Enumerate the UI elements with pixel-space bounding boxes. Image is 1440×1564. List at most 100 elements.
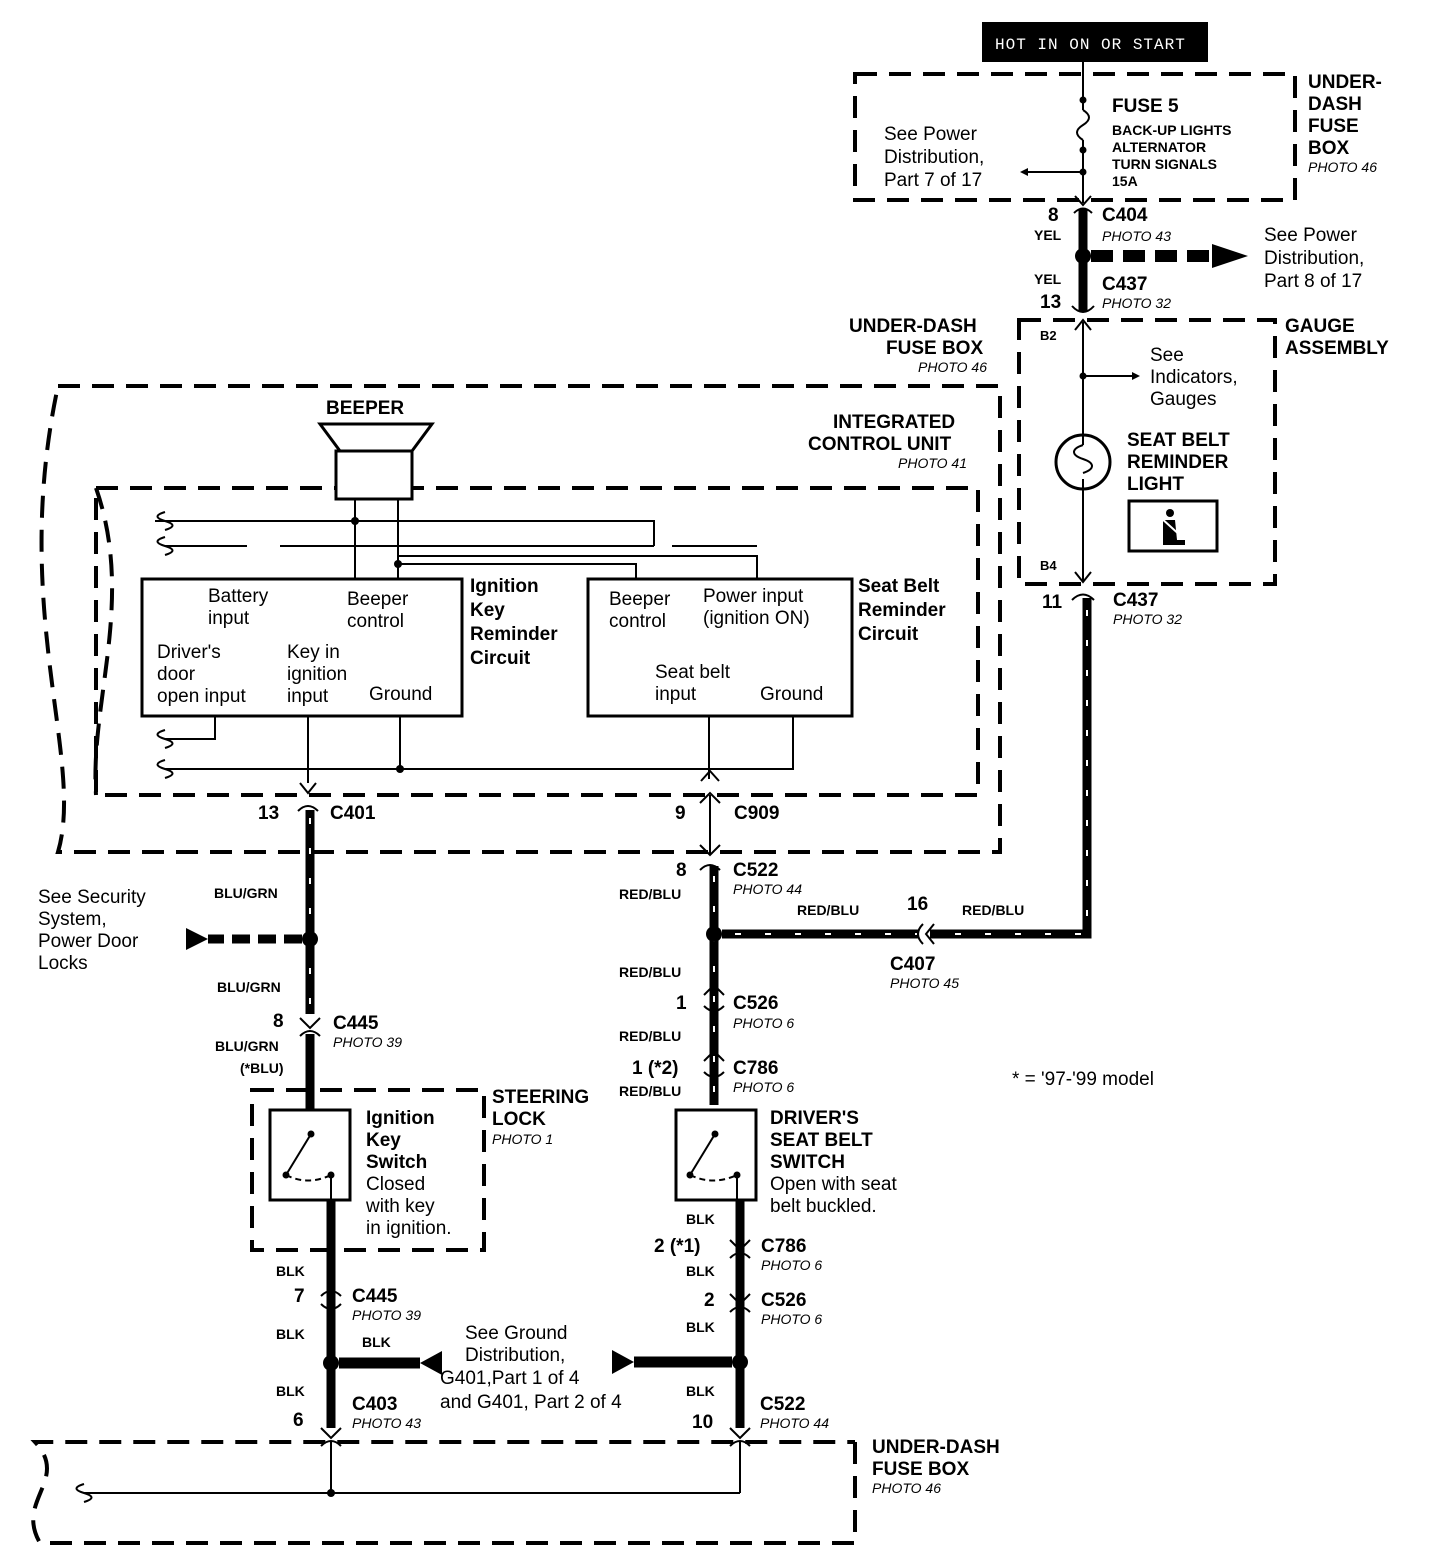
c445-top-name: C445 [333, 1013, 379, 1034]
ignition-switch-desc-2: with key [365, 1196, 435, 1217]
door-input-1: Driver's [157, 642, 221, 663]
c526-top-name: C526 [733, 993, 778, 1014]
security-ref-4: Locks [38, 953, 88, 974]
underdash-fuse-box-bottom [30, 1440, 857, 1545]
security-arrow [186, 928, 208, 950]
c404-pin: 8 [1048, 205, 1059, 226]
gauge-title-1: GAUGE [1285, 316, 1355, 337]
c522-top-pin: 8 [676, 860, 687, 881]
c522-top-photo: PHOTO 44 [733, 881, 802, 897]
underdash-mid-title-2: FUSE BOX [886, 338, 983, 359]
c407-wire-left: RED/BLU [797, 902, 859, 918]
c526-top-photo: PHOTO 6 [733, 1015, 794, 1031]
c786-bottom-wire-above: BLK [686, 1211, 715, 1227]
underdash-top-title-4: BOX [1308, 138, 1350, 159]
hot-label-bg [982, 22, 1208, 62]
power-dist-8-line-3: Part 8 of 17 [1264, 271, 1362, 292]
underdash-mid-title-1: UNDER-DASH [849, 316, 977, 337]
ikr-beeper-control-2: control [347, 611, 404, 632]
c407-photo: PHOTO 45 [890, 975, 959, 991]
fuse-5-circuit-4: 15A [1112, 173, 1138, 189]
left-blk-label-1: BLK [276, 1326, 305, 1342]
seat-belt-switch-title-1: DRIVER'S [770, 1108, 859, 1129]
c401-connector [297, 805, 319, 812]
c909-pin: 9 [675, 803, 686, 824]
seatbelt-icon [1159, 509, 1185, 545]
ikr-beeper-control-1: Beeper [347, 589, 409, 610]
c403-photo: PHOTO 43 [352, 1415, 421, 1431]
seat-belt-switch-desc-2: belt buckled. [770, 1196, 877, 1217]
c407-name: C407 [890, 954, 935, 975]
c786-bottom-wire-below: BLK [686, 1263, 715, 1279]
steering-lock-box [250, 1088, 486, 1252]
c786-top-connector [703, 1049, 725, 1062]
c786-top-wire-above: RED/BLU [619, 1028, 681, 1044]
seat-belt-light-title-1: SEAT BELT [1127, 430, 1230, 451]
power-dist-7-line-3: Part 7 of 17 [884, 170, 982, 191]
c401-wire-color: BLU/GRN [214, 885, 278, 901]
c786-top-name: C786 [733, 1058, 778, 1079]
gauge-pin-b2: B2 [1040, 328, 1057, 343]
c401-name: C401 [330, 803, 376, 824]
c786-top-photo: PHOTO 6 [733, 1079, 794, 1095]
key-input-3: input [287, 686, 329, 707]
ikr-title-2: Key [470, 600, 505, 621]
c522-bottom-photo: PHOTO 44 [760, 1415, 829, 1431]
key-input-2: ignition [287, 664, 347, 685]
c403-connector [320, 1427, 342, 1440]
icu-internal-wiring [165, 499, 794, 783]
c404-name: C404 [1102, 205, 1148, 226]
c526-top-pin: 1 [676, 993, 687, 1014]
c403-wire-color: BLK [276, 1383, 305, 1399]
c909-name: C909 [734, 803, 779, 824]
c522-bottom-wire-color: BLK [686, 1383, 715, 1399]
underdash-mid-photo: PHOTO 46 [918, 359, 987, 375]
bulb-filament [1073, 444, 1093, 474]
seat-belt-switch-box [674, 1108, 758, 1202]
c445-bottom-connector [320, 1290, 342, 1297]
underdash-top-photo: PHOTO 46 [1308, 159, 1377, 175]
steering-lock-title-1: STEERING [492, 1087, 589, 1108]
c445-bottom-wire-color: BLK [276, 1263, 305, 1279]
c403-name: C403 [352, 1394, 397, 1415]
c445-top-pin: 8 [273, 1011, 284, 1032]
c437-bottom-photo: PHOTO 32 [1113, 611, 1182, 627]
c786-bottom-pin: 2 (*1) [654, 1236, 700, 1257]
seat-belt-light-title-2: REMINDER [1127, 452, 1229, 473]
ground-ref-1: See Ground [465, 1323, 567, 1344]
c437-bottom-name: C437 [1113, 590, 1158, 611]
icu-photo: PHOTO 41 [898, 455, 967, 471]
indicators-ref-2: Indicators, [1150, 367, 1238, 388]
icu-title-2: CONTROL UNIT [808, 434, 952, 455]
power-dist-8-line-1: See Power [1264, 225, 1358, 246]
sbr-ground: Ground [760, 684, 823, 705]
c786-bottom-photo: PHOTO 6 [761, 1257, 822, 1273]
bottom-ground-bus [75, 1442, 741, 1503]
c526-bottom-photo: PHOTO 6 [761, 1311, 822, 1327]
icu-inner-box [94, 486, 980, 797]
security-ref-1: See Security [38, 887, 146, 908]
c526-bottom-wire-below: BLK [686, 1319, 715, 1335]
c407-wire-right: RED/BLU [962, 902, 1024, 918]
seat-belt-switch-desc-1: Open with seat [770, 1174, 897, 1195]
c445-top-wire-alt-2: (*BLU) [240, 1060, 284, 1076]
c437-top-pin: 13 [1040, 292, 1061, 313]
steering-lock-title-2: LOCK [492, 1109, 546, 1130]
seat-belt-switch-title-3: SWITCH [770, 1152, 845, 1173]
gauge-title-2: ASSEMBLY [1285, 338, 1389, 359]
c526-top-wire-color: RED/BLU [619, 964, 681, 980]
c437-top-name: C437 [1102, 274, 1147, 295]
ground-ref-2: Distribution, [465, 1345, 565, 1366]
sbr-title-2: Reminder [858, 600, 946, 621]
c445-top-wire-color: BLU/GRN [217, 979, 281, 995]
c437-bottom-connector [1071, 593, 1095, 601]
c437-top-connector [1071, 305, 1095, 313]
c522-bottom-connector [729, 1427, 751, 1440]
underdash-top-title-3: FUSE [1308, 116, 1359, 137]
c522-top-wire-color: RED/BLU [619, 886, 681, 902]
c404-wire-color: YEL [1034, 227, 1062, 243]
c786-bottom-name: C786 [761, 1236, 806, 1257]
power-dist-7-line-2: Distribution, [884, 147, 984, 168]
ikr-title-1: Ignition [470, 576, 539, 597]
